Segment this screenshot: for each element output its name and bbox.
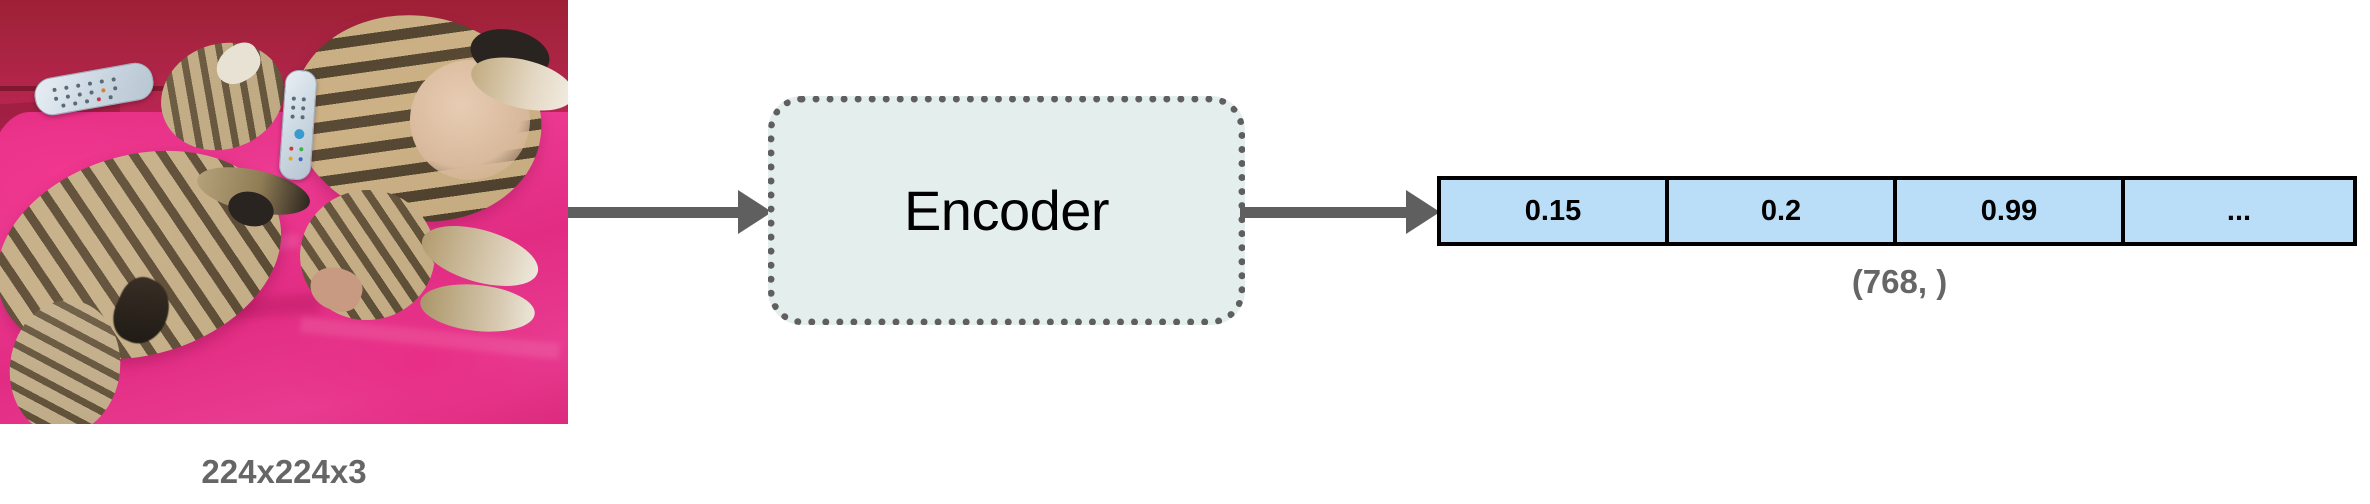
arrow-head [1406,190,1440,234]
input-photo [0,0,568,424]
arrow-encoder-to-vector-icon [1240,190,1440,234]
encoder-block[interactable]: Encoder [768,96,1245,325]
vector-cell: 0.99 [1897,180,2125,242]
arrow-input-to-encoder-icon [568,190,772,234]
input-image-block: 224x224x3 [0,0,568,504]
encoder-label: Encoder [903,179,1110,242]
vector-cell: 0.2 [1669,180,1897,242]
arrow-shaft [1240,206,1406,218]
vector-cell: ... [2125,180,2353,242]
vector-cell: 0.15 [1441,180,1669,242]
embedding-shape-caption: (768, ) [1851,263,1948,300]
arrow-shaft [568,206,738,218]
input-shape-caption: 224x224x3 [201,453,367,490]
arrow-head [738,190,772,234]
embedding-vector: 0.15 0.2 0.99 ... [1437,176,2357,246]
